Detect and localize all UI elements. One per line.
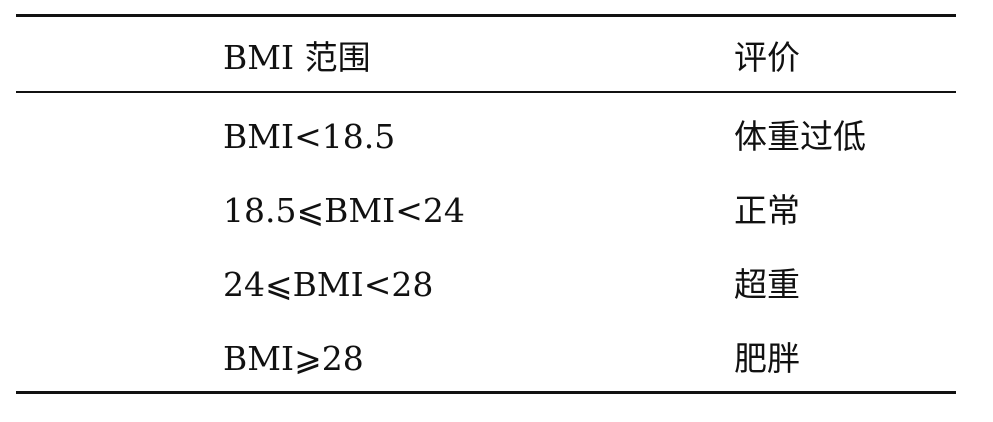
header-bmi-range: BMI 范围 <box>223 38 371 77</box>
row-bmi-range: BMI<18.5 <box>223 116 396 156</box>
row-evaluation: 超重 <box>734 264 800 304</box>
table-row: 24⩽BMI<28 超重 <box>16 245 956 319</box>
row-evaluation: 体重过低 <box>734 116 866 156</box>
row-evaluation: 肥胖 <box>734 338 800 378</box>
table-header-row: BMI 范围 评价 <box>16 17 956 91</box>
row-bmi-range: 24⩽BMI<28 <box>223 264 434 304</box>
table-row: 18.5⩽BMI<24 正常 <box>16 171 956 245</box>
table-row: BMI⩾28 肥胖 <box>16 319 956 391</box>
row-bmi-range: BMI⩾28 <box>223 338 364 378</box>
table-top-rule <box>16 14 956 17</box>
row-bmi-range: 18.5⩽BMI<24 <box>223 190 465 230</box>
table-header-rule <box>16 91 956 93</box>
table-row: BMI<18.5 体重过低 <box>16 93 956 171</box>
header-evaluation: 评价 <box>734 38 800 77</box>
row-evaluation: 正常 <box>734 190 800 230</box>
bmi-table: BMI 范围 评价 BMI<18.5 体重过低 18.5⩽BMI<24 正常 2… <box>16 14 956 394</box>
table-bottom-rule <box>16 390 956 394</box>
